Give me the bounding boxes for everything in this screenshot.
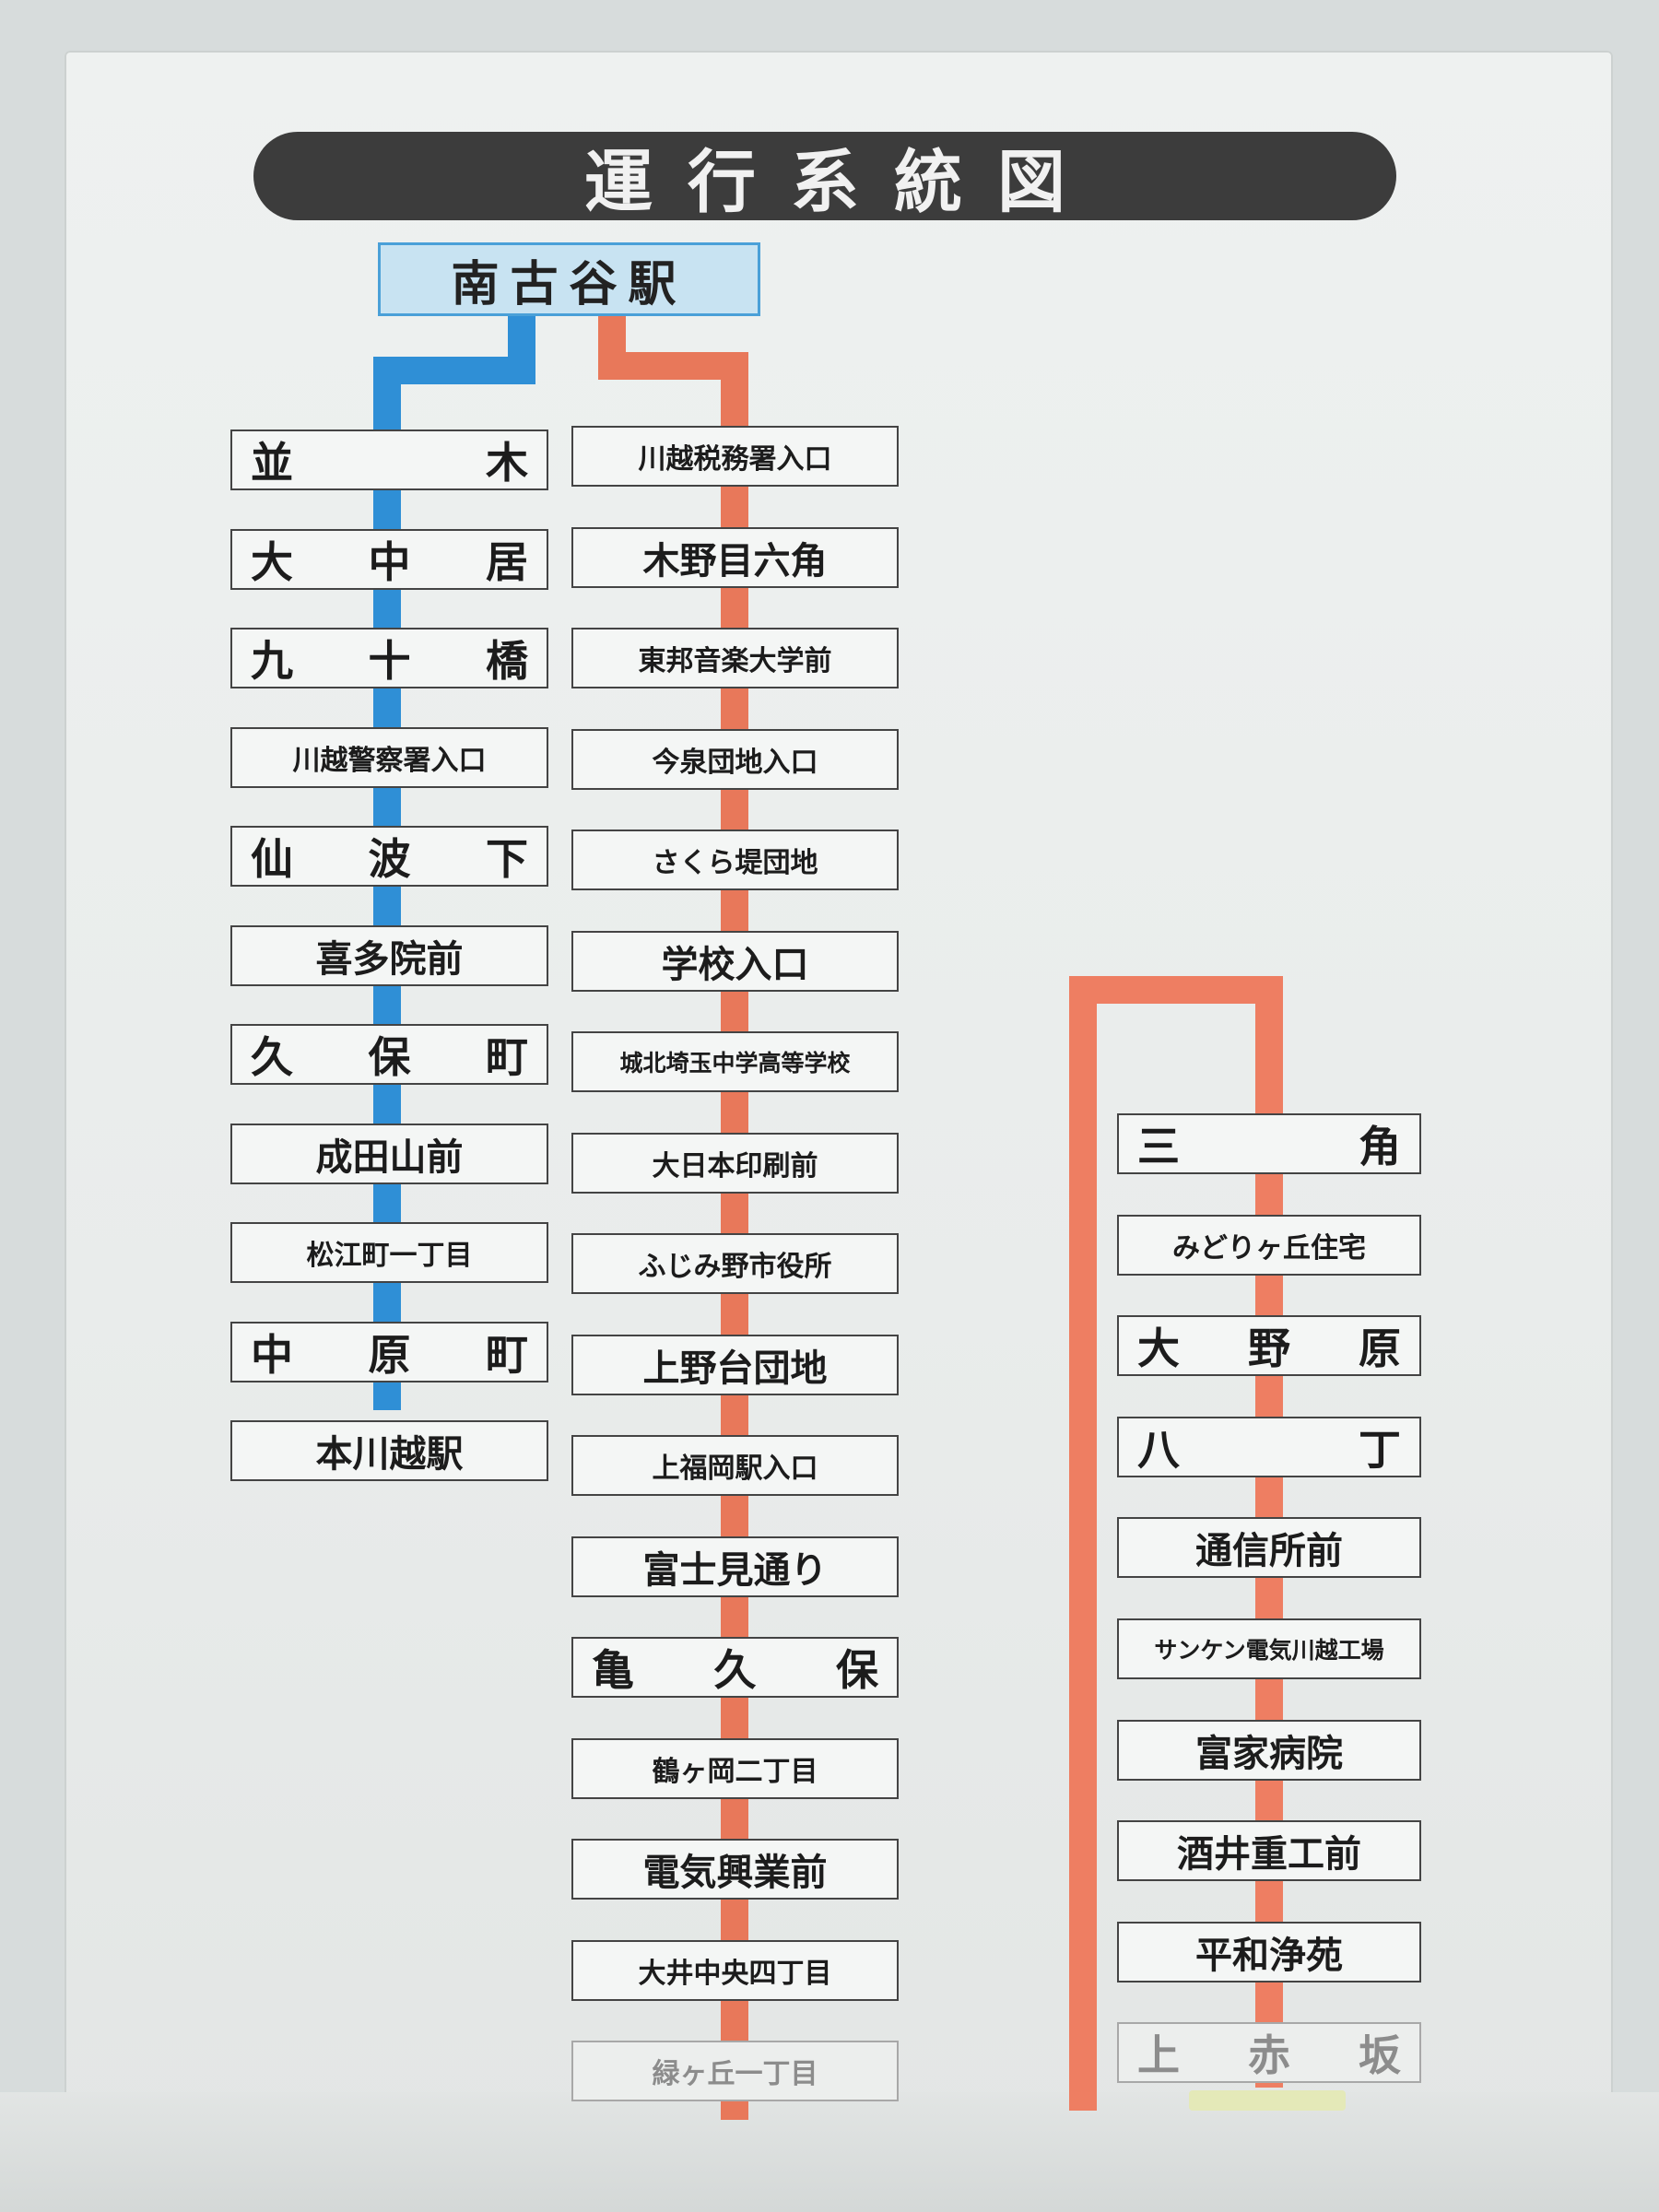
stop-label: 九十橋 bbox=[251, 636, 528, 686]
orange-route-stop: 富家病院 bbox=[1117, 1719, 1421, 1781]
stop-label: 成田山前 bbox=[315, 1135, 464, 1179]
blue-route-stop: 仙波下 bbox=[230, 826, 548, 887]
stop-label: サンケン電気川越工場 bbox=[1154, 1637, 1384, 1664]
stop-label: 鶴ヶ岡二丁目 bbox=[652, 1755, 818, 1788]
stop-label: 通信所前 bbox=[1195, 1530, 1343, 1573]
stop-label: 大井中央四丁目 bbox=[638, 1957, 832, 1990]
blue-route-stop: 成田山前 bbox=[230, 1123, 548, 1184]
stop-label: 緑ヶ丘一丁目 bbox=[652, 2058, 818, 2090]
stop-label: みどりヶ丘住宅 bbox=[1172, 1231, 1366, 1265]
stop-label: 川越税務署入口 bbox=[638, 443, 832, 476]
orange-route-stop: 八丁 bbox=[1117, 1416, 1421, 1477]
stop-label: 富士見通り bbox=[642, 1548, 828, 1592]
stop-label: 仙波下 bbox=[251, 834, 528, 884]
red-route-stop: 上野台団地 bbox=[571, 1334, 899, 1395]
orange-route-stop: 三角 bbox=[1117, 1113, 1421, 1174]
stop-label: 三角 bbox=[1137, 1122, 1401, 1171]
red-route-stop: 今泉団地入口 bbox=[571, 728, 899, 790]
sticker-remnant bbox=[1189, 2090, 1346, 2111]
red-route-stop: 大井中央四丁目 bbox=[571, 1939, 899, 2001]
red-route-stop: 緑ヶ丘一丁目 bbox=[571, 2041, 899, 2101]
stop-label: 大日本印刷前 bbox=[652, 1149, 818, 1182]
stop-label: 木野目六角 bbox=[642, 539, 828, 582]
orange-route-stop: 酒井重工前 bbox=[1117, 1820, 1421, 1882]
red-route-stop: 大日本印刷前 bbox=[571, 1132, 899, 1194]
orange-route-stop: 通信所前 bbox=[1117, 1517, 1421, 1579]
stop-label: 平和浄苑 bbox=[1195, 1934, 1343, 1977]
diagram-title: 運行系統図 bbox=[584, 142, 1100, 222]
stop-label: ふじみ野市役所 bbox=[638, 1251, 832, 1283]
board-frame-bottom bbox=[0, 2092, 1659, 2212]
orange-route-stop: 平和浄苑 bbox=[1117, 1921, 1421, 1983]
stop-label: 上赤坂 bbox=[1137, 2030, 1401, 2081]
stop-label: 今泉団地入口 bbox=[652, 746, 818, 779]
orange-route-stop: みどりヶ丘住宅 bbox=[1117, 1214, 1421, 1276]
blue-route-stop: 九十橋 bbox=[230, 628, 548, 688]
blue-route-line bbox=[373, 313, 535, 1410]
stop-label: 東邦音楽大学前 bbox=[638, 645, 832, 677]
stop-label: 並木 bbox=[251, 438, 528, 488]
red-route-stop: 電気興業前 bbox=[571, 1839, 899, 1900]
orange-route-stop: 上赤坂 bbox=[1117, 2022, 1421, 2084]
orange-route-stop: サンケン電気川越工場 bbox=[1117, 1618, 1421, 1679]
blue-route-stop: 中原町 bbox=[230, 1321, 548, 1382]
blue-route-stop: 松江町一丁目 bbox=[230, 1222, 548, 1283]
red-route-stop: 富士見通り bbox=[571, 1535, 899, 1597]
start-station-label: 南古谷駅 bbox=[451, 256, 688, 312]
red-route-stop: 亀久保 bbox=[571, 1637, 899, 1698]
stop-label: 城北埼玉中学高等学校 bbox=[619, 1050, 851, 1077]
stop-label: 学校入口 bbox=[661, 943, 809, 986]
stop-label: さくら堤団地 bbox=[652, 847, 818, 879]
red-route-stop: 川越税務署入口 bbox=[571, 426, 899, 487]
stop-label: 松江町一丁目 bbox=[306, 1240, 473, 1272]
title-banner: 運行系統図 bbox=[253, 132, 1396, 222]
stop-label: 久保町 bbox=[251, 1032, 528, 1082]
red-route-stop: 鶴ヶ岡二丁目 bbox=[571, 1737, 899, 1799]
blue-route-stop: 並木 bbox=[230, 429, 548, 490]
stop-label: 本川越駅 bbox=[315, 1433, 464, 1476]
stop-label: 上福岡駅入口 bbox=[652, 1453, 818, 1485]
stop-label: 喜多院前 bbox=[315, 937, 464, 981]
stop-label: 川越警察署入口 bbox=[292, 744, 487, 777]
stop-label: 酒井重工前 bbox=[1177, 1833, 1361, 1877]
blue-route-stop: 久保町 bbox=[230, 1024, 548, 1085]
stop-label: 電気興業前 bbox=[642, 1852, 828, 1894]
red-route-stop: 木野目六角 bbox=[571, 526, 899, 588]
start-station-box: 南古谷駅 bbox=[378, 242, 760, 316]
blue-route-stop: 大中居 bbox=[230, 528, 548, 590]
stop-label: 中原町 bbox=[251, 1329, 528, 1380]
stop-label: 上野台団地 bbox=[642, 1347, 828, 1390]
blue-route-stop: 喜多院前 bbox=[230, 924, 548, 986]
blue-route-stop: 川越警察署入口 bbox=[230, 726, 548, 788]
blue-route-stop: 本川越駅 bbox=[230, 1420, 548, 1481]
red-route-stop: 東邦音楽大学前 bbox=[571, 628, 899, 688]
red-route-stop: ふじみ野市役所 bbox=[571, 1233, 899, 1294]
red-route-stop: 上福岡駅入口 bbox=[571, 1435, 899, 1496]
stop-label: 八丁 bbox=[1137, 1424, 1401, 1475]
stop-label: 大野原 bbox=[1137, 1324, 1401, 1374]
stop-label: 大中居 bbox=[251, 536, 528, 587]
red-route-stop: 学校入口 bbox=[571, 930, 899, 992]
red-route-stop: さくら堤団地 bbox=[571, 830, 899, 890]
stop-label: 亀久保 bbox=[592, 1645, 878, 1695]
orange-route-stop: 大野原 bbox=[1117, 1315, 1421, 1377]
red-route-stop: 城北埼玉中学高等学校 bbox=[571, 1031, 899, 1092]
stop-label: 富家病院 bbox=[1195, 1732, 1343, 1775]
